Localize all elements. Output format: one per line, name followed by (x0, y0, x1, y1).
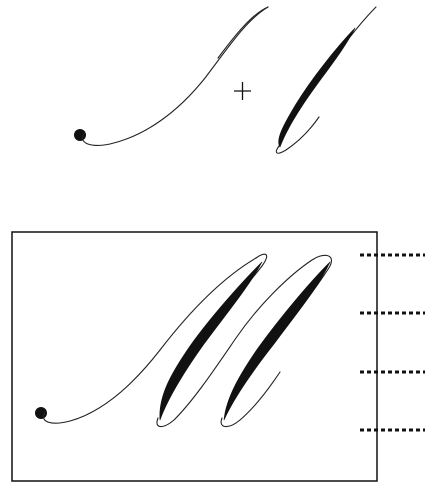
entry-stroke-diagram (74, 7, 268, 145)
entry-ink-dot (74, 129, 86, 141)
top-row: + (0, 0, 376, 153)
plus-sign: + (0, 0, 251, 100)
first-shaded-downstroke (160, 262, 262, 420)
downstroke-diagram (276, 7, 376, 153)
combined-letter-form (35, 254, 331, 426)
bottom-panel (12, 232, 425, 481)
entry-hairline (82, 7, 268, 145)
guide-lines (360, 255, 425, 430)
letter-entry-hairline (43, 258, 256, 423)
letter-ink-dot (35, 407, 47, 419)
downstroke-shade (279, 28, 355, 147)
plus-operator-text: + (0, 0, 1, 1)
